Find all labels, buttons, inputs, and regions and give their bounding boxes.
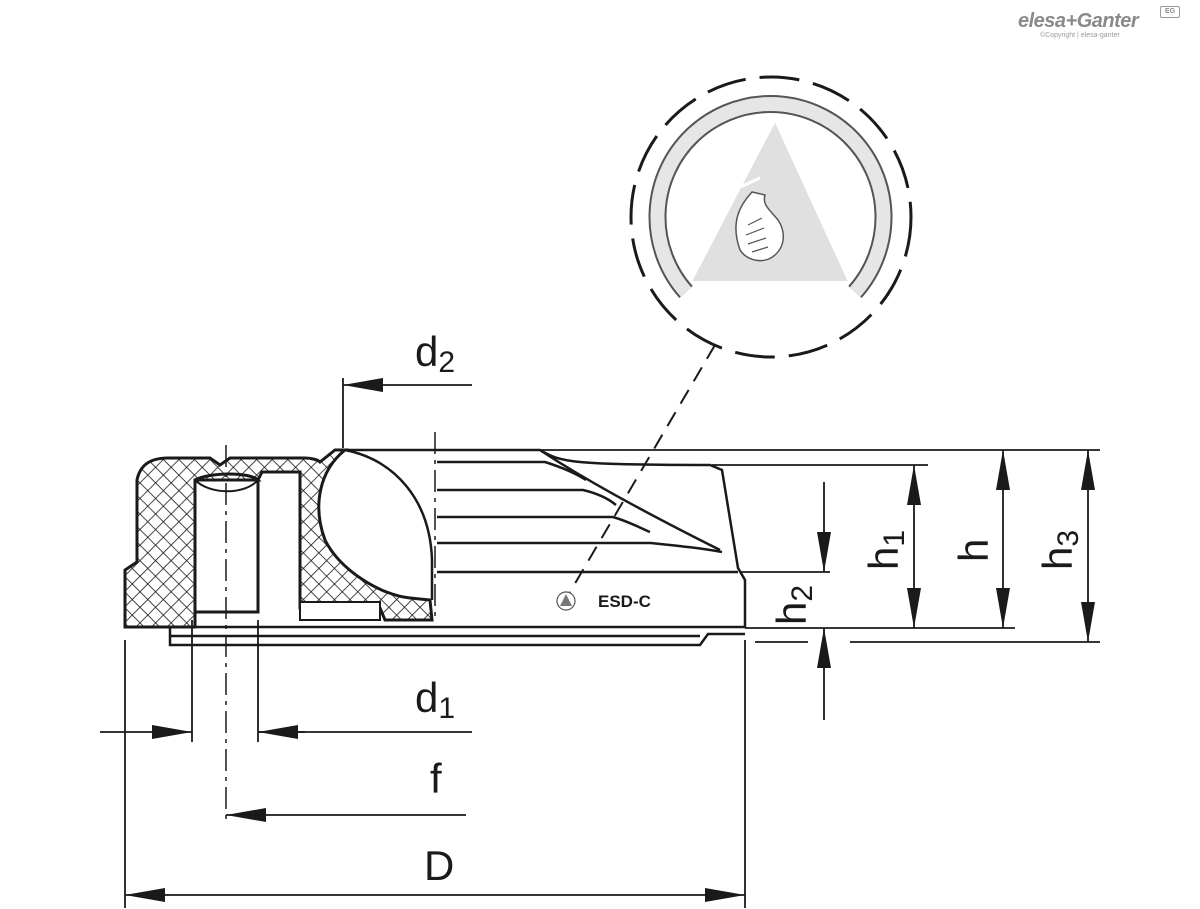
esd-small-icon	[556, 591, 576, 611]
svg-text:d1: d1	[415, 674, 455, 725]
dim-d1-sub: 1	[438, 692, 455, 725]
dim-f-label: f	[430, 755, 442, 802]
svg-text:h3: h3	[1034, 530, 1085, 570]
dim-d2: d2	[342, 328, 472, 448]
brand-badge: EG	[1160, 6, 1180, 18]
dim-D-label: D	[424, 842, 454, 889]
brand-name: elesa+Ganter	[1018, 10, 1139, 32]
svg-text:d2: d2	[415, 328, 455, 379]
dim-d2-label: d	[415, 328, 438, 375]
dim-h3-label: h	[1034, 547, 1081, 570]
dim-h1-label: h	[860, 547, 907, 570]
knob-exterior	[160, 448, 747, 647]
dim-h1-sub: 1	[878, 530, 911, 547]
dim-h2-sub: 2	[786, 585, 819, 602]
part-marking-text: ESD-C	[598, 592, 651, 611]
dim-h2-label: h	[768, 602, 815, 625]
dim-D	[124, 640, 746, 908]
knob-section	[123, 448, 434, 629]
dim-h3-sub: 3	[1052, 530, 1085, 547]
esd-warning-icon	[629, 75, 913, 359]
dim-d1	[100, 620, 472, 742]
brand-logo: elesa+Ganter ©Copyright | elesa-ganter E…	[1010, 6, 1180, 42]
height-extension-lines	[540, 449, 1100, 643]
svg-text:h1: h1	[860, 530, 911, 570]
dim-d2-sub: 2	[438, 346, 455, 379]
centerlines	[225, 432, 436, 820]
svg-text:h2: h2	[768, 585, 819, 625]
brand-copyright: ©Copyright | elesa-ganter	[1040, 32, 1120, 39]
dim-d1-label: d	[415, 674, 438, 721]
dim-h-label: h	[950, 539, 997, 562]
